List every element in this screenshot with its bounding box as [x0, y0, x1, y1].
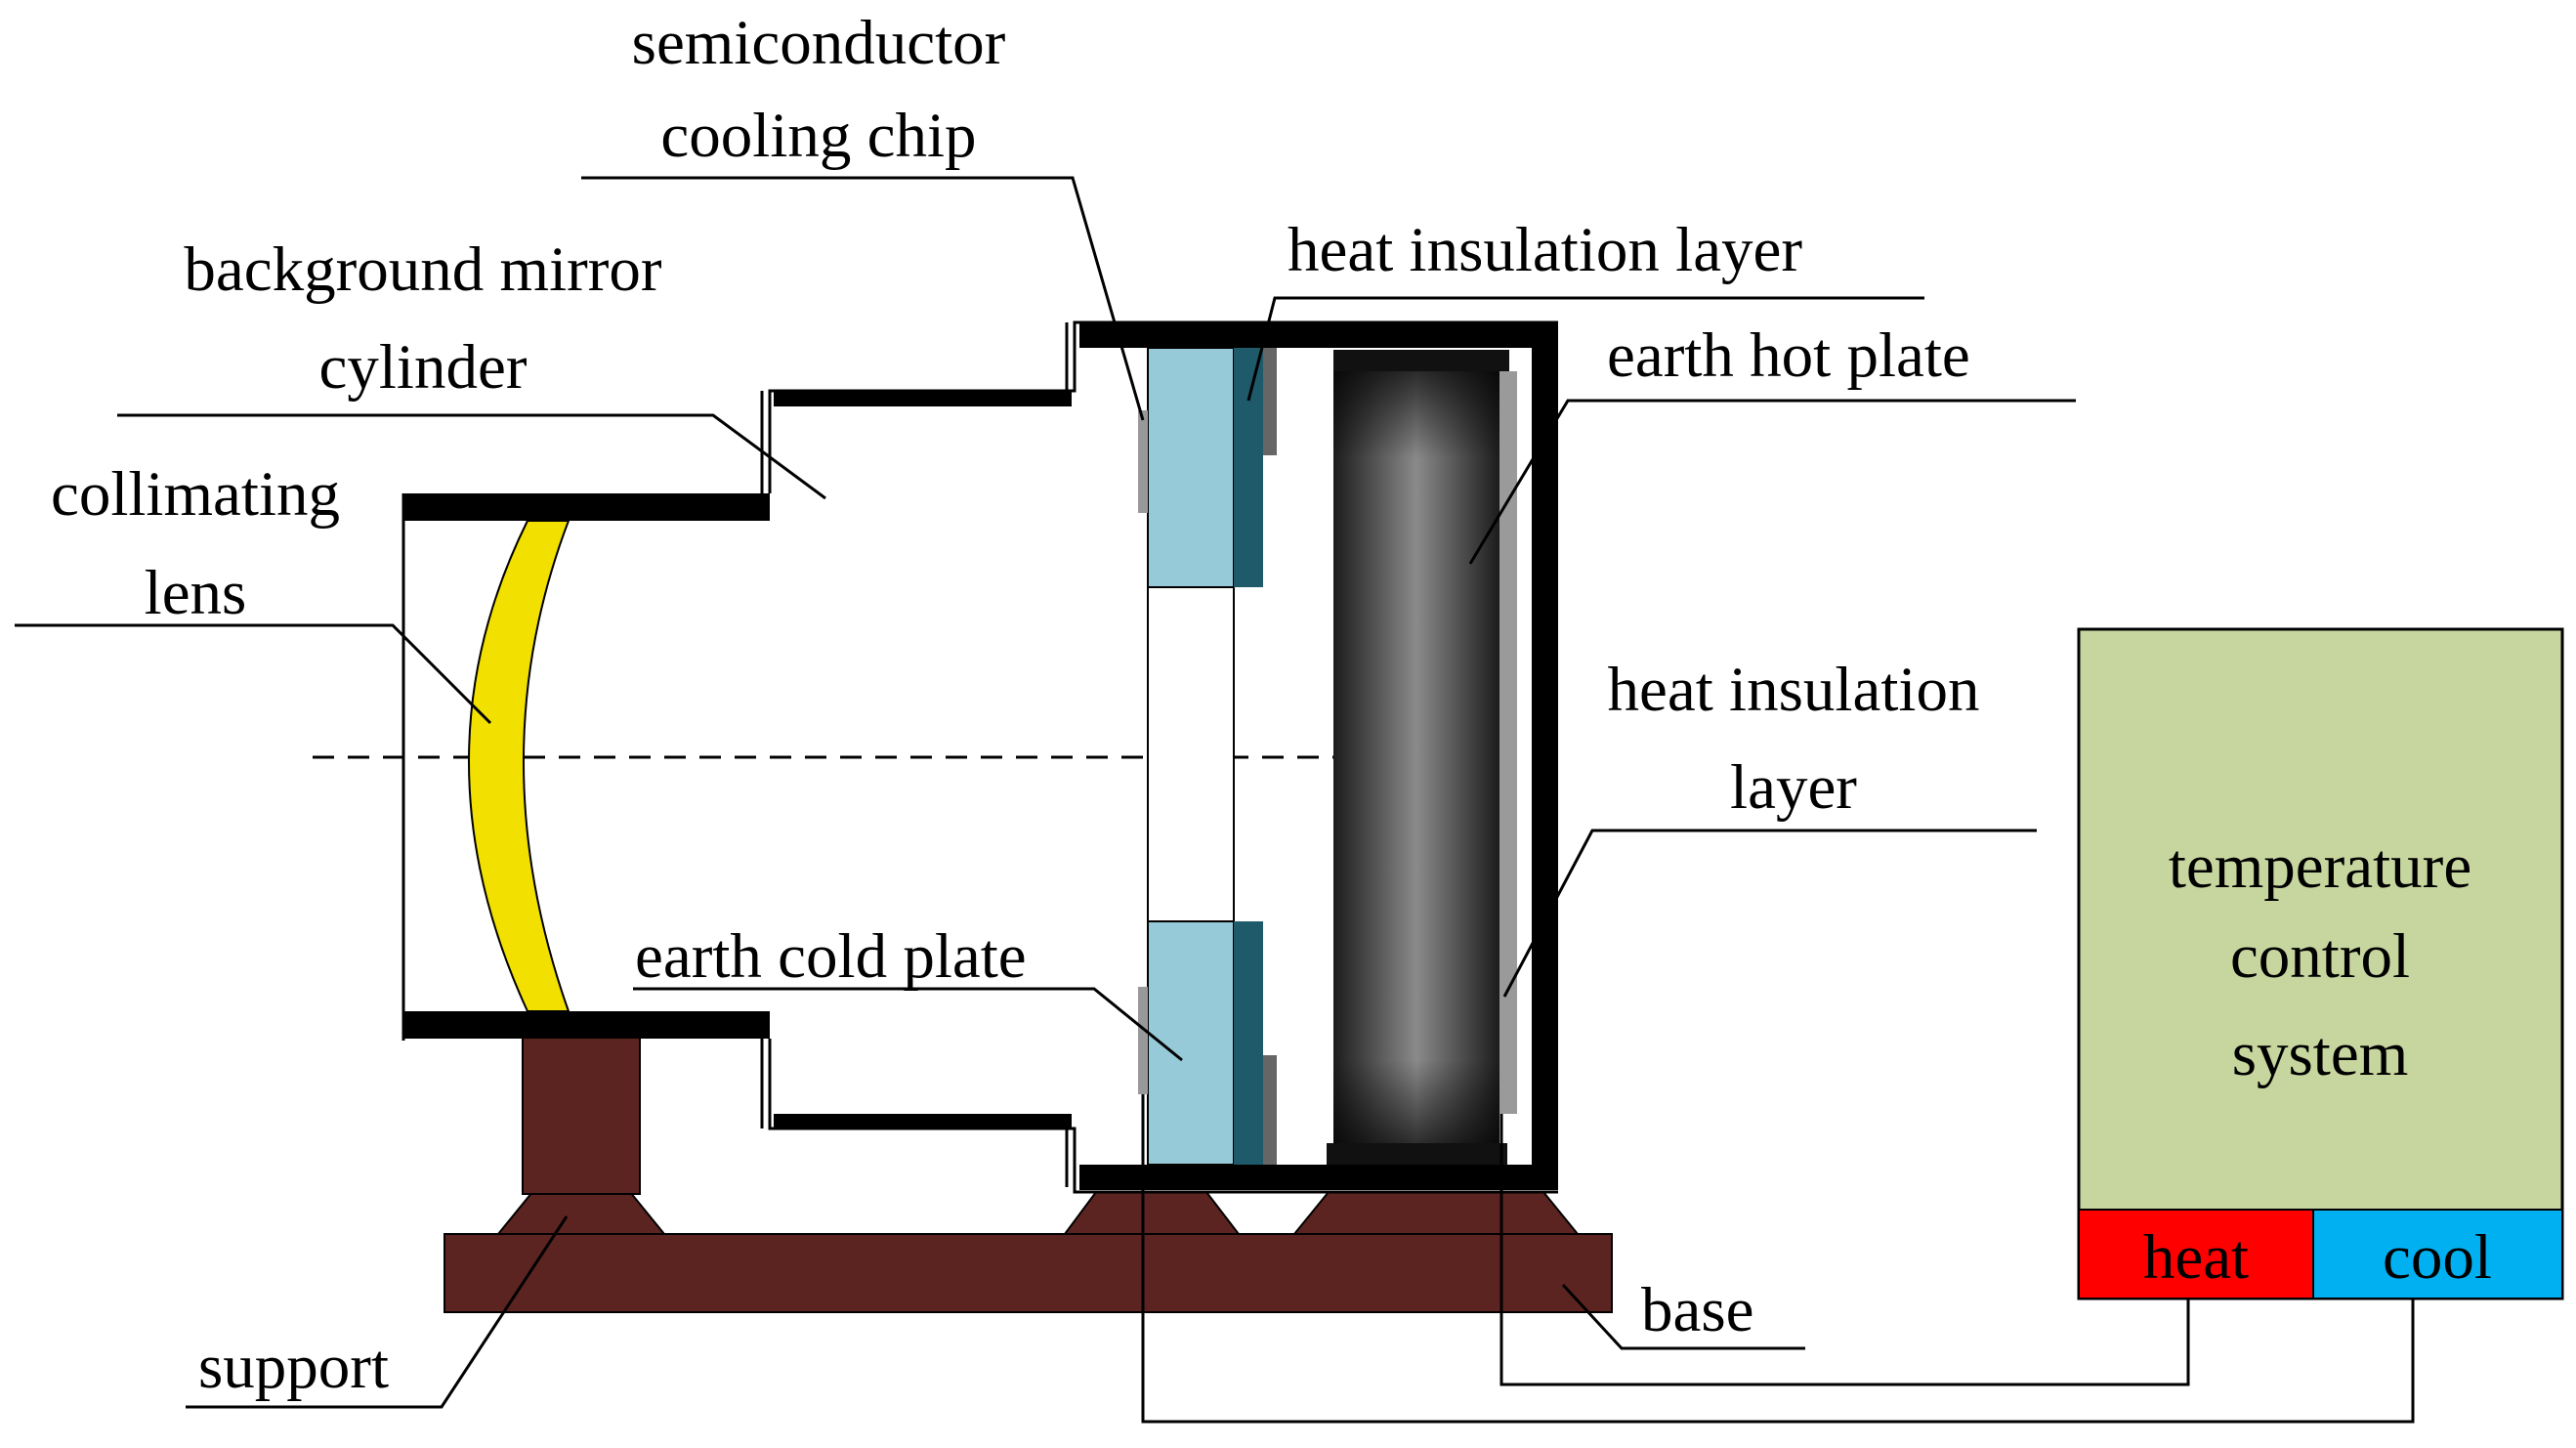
mirror-cylinder-bottom-inline [760, 1011, 1069, 1187]
leader-support [186, 1215, 569, 1409]
cool-wire [1141, 1094, 2415, 1424]
insulation-layer-bottom [1234, 921, 1263, 1165]
cool-output [2312, 1209, 2563, 1299]
mirror-cylinder-top-rim [1079, 322, 1558, 348]
leader-earth-hot-plate [1468, 399, 2076, 565]
label-heat-insulation-right-line-1: heat insulation [1608, 655, 1980, 725]
lens-tube-top-wall [403, 493, 770, 521]
leader-heat-insulation-right [1502, 829, 2037, 998]
labels: semiconductor cooling chip heat insulati… [51, 8, 1979, 1402]
base-assembly [443, 1035, 1613, 1313]
earth-hot-plate-assembly [1327, 350, 1517, 1165]
support-mid-foot [1063, 1191, 1242, 1235]
temperature-control-system: temperature control system heat cool [2077, 627, 2564, 1300]
support-left-column [522, 1035, 641, 1195]
cooling-chip-top [1138, 410, 1148, 513]
earth-hot-plate-shade [1333, 363, 1499, 1155]
label-semiconductor-line-2: cooling chip [660, 101, 976, 171]
label-collimating-lens-line-2: lens [145, 558, 247, 628]
heat-label: heat [2143, 1222, 2249, 1293]
mirror-cylinder-top-step [774, 391, 1072, 406]
leader-collimating-lens [15, 623, 492, 725]
leader-base [1561, 1283, 1805, 1350]
cool-label: cool [2383, 1222, 2492, 1293]
base-plate [443, 1233, 1613, 1313]
leader-background-mirror [117, 413, 826, 500]
mirror-cylinder-bottom-rim [1079, 1165, 1558, 1190]
lens-tube [401, 493, 770, 1041]
controller-title-line-3: system [2232, 1019, 2409, 1089]
hot-plate-bottom-bar [1327, 1143, 1507, 1165]
mirror-cylinder-back-wall [1532, 348, 1558, 1165]
mirror-cylinder-top-inline [760, 322, 1069, 521]
cooling-chip-bottom [1138, 987, 1148, 1094]
support-left-foot [495, 1191, 667, 1235]
label-collimating-lens-line-1: collimating [51, 459, 340, 530]
label-earth-hot-plate: earth hot plate [1607, 320, 1970, 391]
controller-box [2077, 627, 2564, 1300]
leader-earth-cold-plate [633, 987, 1183, 1062]
heat-wire [1499, 1114, 2190, 1386]
label-support: support [198, 1332, 389, 1402]
wiring [1141, 1094, 2415, 1424]
label-background-mirror-line-1: background mirror [184, 234, 662, 305]
insulation-strip-top [1263, 348, 1277, 455]
controller-title-line-1: temperature [2169, 831, 2471, 902]
mirror-cylinder-bottom-step [774, 1114, 1072, 1129]
earth-cold-plate-top [1147, 347, 1235, 588]
label-heat-insulation-top: heat insulation layer [1288, 215, 1802, 285]
background-mirror-cylinder [760, 320, 1558, 1194]
earth-cold-plate-center [1147, 586, 1235, 922]
label-base: base [1641, 1275, 1754, 1345]
collimating-lens [468, 520, 570, 1012]
mirror-cylinder-bottom-outline [768, 1039, 1558, 1194]
insulation-strip-bottom [1263, 1055, 1277, 1165]
insulation-layer-back [1499, 371, 1517, 1114]
leader-semiconductor [581, 176, 1145, 421]
lens-tube-bottom-wall [403, 1011, 770, 1039]
hot-plate-top-bar [1333, 350, 1509, 371]
label-heat-insulation-right-line-2: layer [1730, 752, 1857, 823]
label-earth-cold-plate: earth cold plate [635, 921, 1027, 992]
support-right-foot [1291, 1191, 1581, 1235]
label-semiconductor-line-1: semiconductor [632, 8, 1006, 78]
leader-heat-insulation-top [1246, 296, 1924, 402]
leader-lines [15, 176, 2076, 1409]
insulation-layer-top [1234, 348, 1263, 587]
heat-output [2078, 1209, 2314, 1299]
label-background-mirror-line-2: cylinder [319, 332, 528, 403]
controller-title-line-2: control [2230, 921, 2410, 992]
